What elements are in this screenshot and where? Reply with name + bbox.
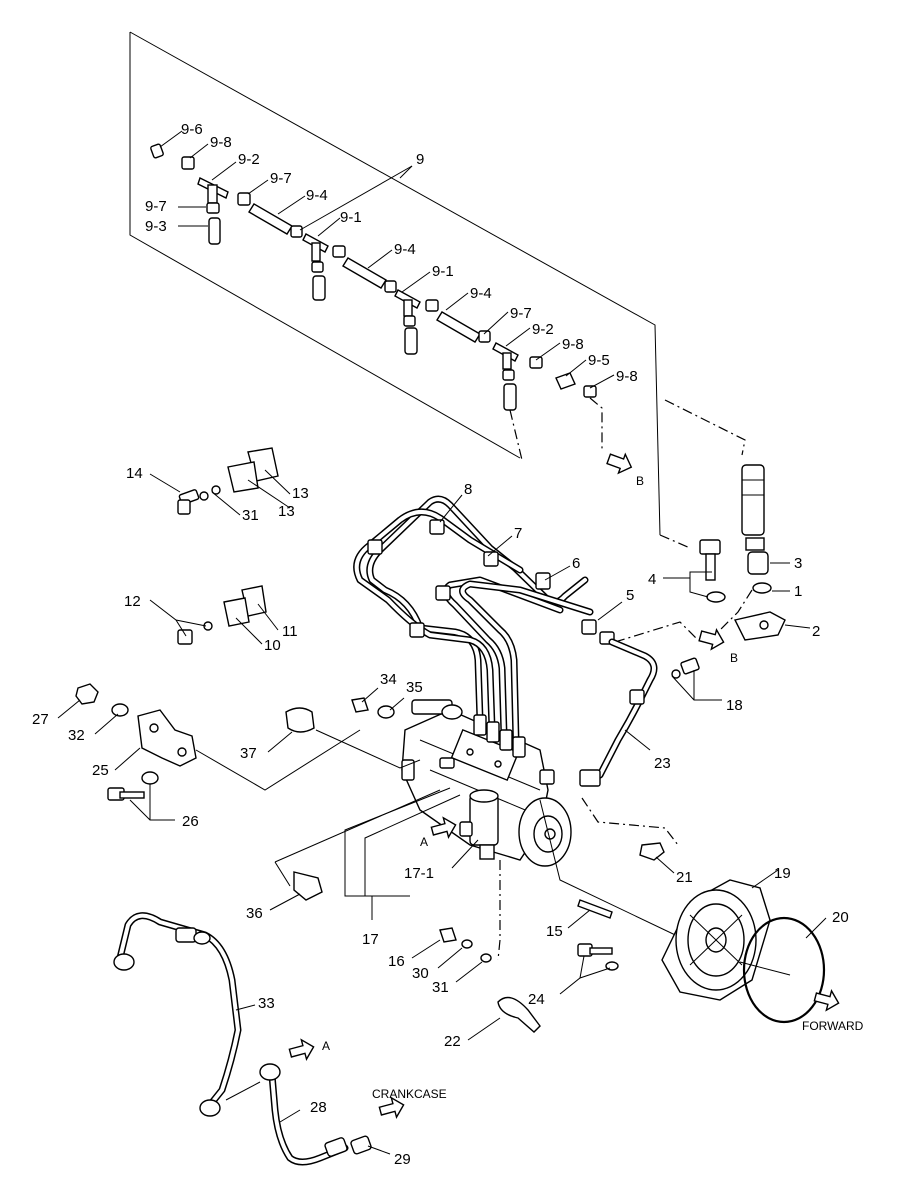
label-9-8: 9-8	[562, 336, 584, 353]
label-18: 18	[726, 697, 743, 714]
label-11: 11	[282, 623, 298, 640]
label-9-2: 9-2	[532, 321, 554, 338]
label-7: 7	[514, 525, 522, 542]
label-13: 13	[278, 503, 295, 520]
label-9-8: 9-8	[616, 368, 638, 385]
pipe-set-leaders	[159, 130, 615, 461]
label-32: 32	[68, 727, 85, 744]
label-10: 10	[264, 637, 281, 654]
label-8: 8	[464, 481, 472, 498]
label-4: 4	[648, 571, 656, 588]
label-9-1: 9-1	[432, 263, 454, 280]
label-31: 31	[432, 979, 449, 996]
label-9-6: 9-6	[181, 121, 203, 138]
label-9-3: 9-3	[145, 218, 167, 235]
label-9-5: 9-5	[588, 352, 610, 369]
injection-pipes	[353, 494, 699, 746]
label-9: 9	[416, 151, 424, 168]
label-9-1: 9-1	[340, 209, 362, 226]
label-14: 14	[126, 465, 143, 482]
label-1: 1	[794, 583, 802, 600]
label-16: 16	[388, 953, 405, 970]
lube-pipes	[113, 912, 391, 1166]
label-17: 17	[362, 931, 379, 948]
label-12: 12	[124, 593, 141, 610]
label-6: 6	[572, 555, 580, 572]
label-28: 28	[310, 1099, 327, 1116]
lower-fittings	[411, 799, 691, 1041]
label-33: 33	[258, 995, 275, 1012]
label-2: 2	[812, 623, 820, 640]
ref-label-a: A	[420, 835, 428, 849]
injection-pump	[344, 699, 572, 961]
label-19: 19	[774, 865, 791, 882]
label-27: 27	[32, 711, 49, 728]
label-26: 26	[182, 813, 199, 830]
label-9-7: 9-7	[270, 170, 292, 187]
forward-arrow	[813, 989, 840, 1012]
label-15: 15	[546, 923, 563, 940]
label-13: 13	[292, 485, 309, 502]
upper-left-fittings	[267, 687, 441, 911]
ref-arrow-a-lower	[288, 1038, 315, 1061]
label-9-4: 9-4	[394, 241, 416, 258]
pipe-set-components	[150, 143, 597, 411]
ref-arrow-a-pump	[430, 816, 457, 839]
label-5: 5	[626, 587, 634, 604]
label-9-7: 9-7	[145, 198, 167, 215]
label-37: 37	[240, 745, 257, 762]
ref-arrow-b-upper	[606, 452, 633, 475]
callout-labels: 9 9-6 9-8 9-2 9-7 9-3 9-7 9-4 9-1 9-4 9-…	[32, 121, 864, 1168]
label-9-2: 9-2	[238, 151, 260, 168]
bracket-11-group	[149, 585, 279, 645]
label-36: 36	[246, 905, 263, 922]
label-34: 34	[380, 671, 397, 688]
label-25: 25	[92, 762, 109, 779]
crankcase-arrow	[378, 1096, 405, 1119]
pipe-set-boundary	[129, 31, 661, 536]
label-23: 23	[654, 755, 671, 772]
ref-label-b: B	[730, 651, 738, 665]
label-9-4: 9-4	[306, 187, 328, 204]
label-24: 24	[528, 991, 545, 1008]
label-35: 35	[406, 679, 423, 696]
bracket-13-group	[149, 447, 291, 516]
nozzle-holder	[659, 399, 811, 641]
label-29: 29	[394, 1151, 411, 1168]
label-31: 31	[242, 507, 259, 524]
ref-label-b: B	[636, 474, 644, 488]
crankcase-label: CRANKCASE	[372, 1087, 447, 1101]
ref-arrow-b-right	[698, 628, 725, 651]
label-9-8: 9-8	[210, 134, 232, 151]
ref-label-a: A	[322, 1039, 330, 1053]
label-9-7: 9-7	[510, 305, 532, 322]
leak-off-pipe	[579, 638, 722, 874]
label-9-4: 9-4	[470, 285, 492, 302]
label-22: 22	[444, 1033, 461, 1050]
label-30: 30	[412, 965, 429, 982]
side-bracket	[57, 683, 361, 821]
label-21: 21	[676, 869, 693, 886]
label-3: 3	[794, 555, 802, 572]
label-20: 20	[832, 909, 849, 926]
label-17-1: 17-1	[404, 865, 434, 882]
forward-label: FORWARD	[802, 1019, 864, 1033]
governor-cover	[661, 869, 827, 1024]
